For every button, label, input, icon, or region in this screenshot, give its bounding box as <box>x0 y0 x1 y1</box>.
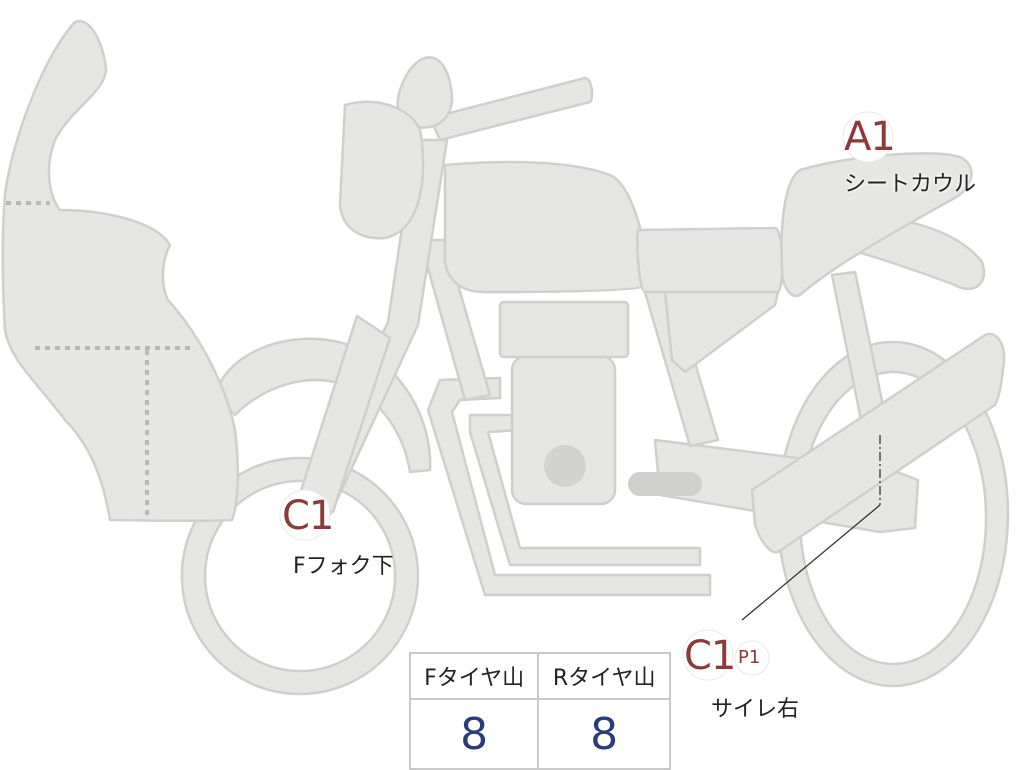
seat <box>636 226 784 294</box>
muffler <box>750 332 1006 554</box>
engine-head <box>498 300 630 359</box>
front-fork-code-halo <box>279 489 331 541</box>
tire-tread-table: Fタイヤ山 Rタイヤ山 8 8 <box>408 652 671 770</box>
seat-cowl-code-halo <box>842 111 894 163</box>
headlight <box>338 100 425 240</box>
muffler-leader-line <box>741 504 881 621</box>
fork-slider <box>296 314 392 514</box>
front-fork-label: Fフォク下 <box>293 554 394 579</box>
muffler-code: C1 <box>684 633 736 679</box>
seat-cowl-code: A1 <box>844 114 896 160</box>
side-cover <box>663 290 780 374</box>
front-tire-value: 8 <box>408 698 540 770</box>
muffler-label: サイレ右 <box>711 697 800 722</box>
muffler-sub-halo <box>734 640 770 676</box>
seat-cowl-label: シートカウル <box>844 172 977 197</box>
rear-tire-value: 8 <box>537 698 671 770</box>
muffler-sub-code: P1 <box>738 647 761 668</box>
front-tire-header: Fタイヤ山 <box>408 652 540 700</box>
front-fairing <box>1 19 240 523</box>
frame-down-tube <box>418 238 492 402</box>
tire-table-header-row: Fタイヤ山 Rタイヤ山 <box>408 652 671 700</box>
engine-cover <box>544 445 586 487</box>
handlebar <box>428 76 594 142</box>
exhaust-pipe-lower <box>426 376 712 597</box>
tire-table-value-row: 8 8 <box>408 698 671 770</box>
front-fork-code: C1 <box>282 493 334 539</box>
muffler-code-halo <box>682 629 734 681</box>
rear-tire-header: Rタイヤ山 <box>537 652 671 700</box>
footpeg <box>628 472 702 496</box>
rear-wheel <box>776 340 1010 688</box>
seat-cowl <box>780 152 973 298</box>
fuel-tank <box>443 160 650 294</box>
